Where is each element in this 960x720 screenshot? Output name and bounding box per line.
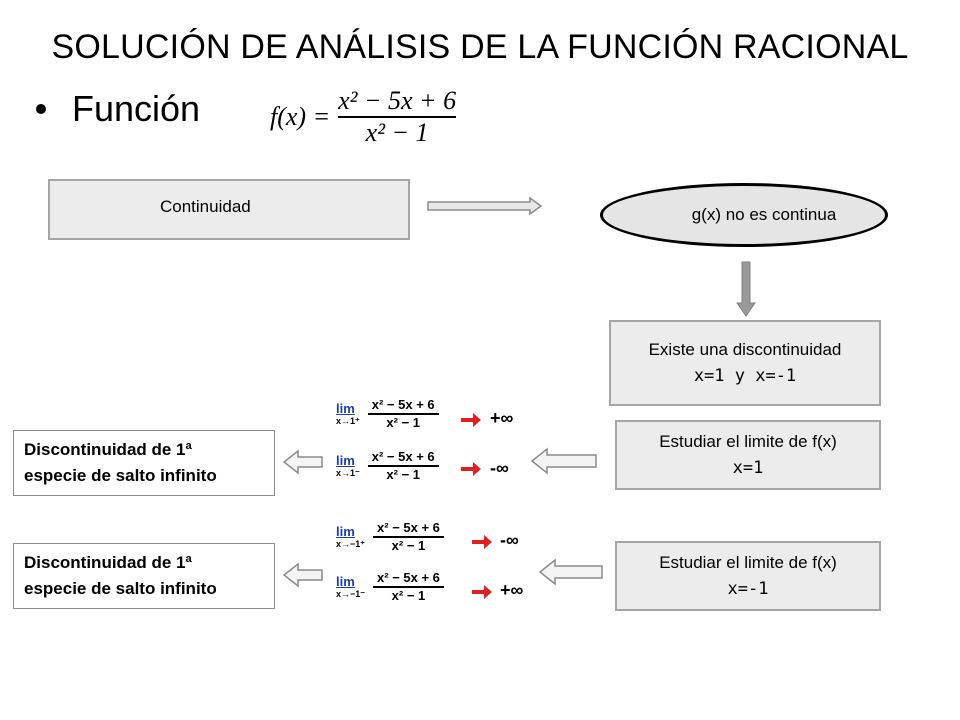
function-fraction: x² − 5x + 6 x² − 1 (338, 86, 457, 148)
result1-line1: Discontinuidad de 1ª (24, 440, 192, 459)
arrow-left-icon (282, 562, 323, 588)
study-box-xm1: Estudiar el limite de f(x) x=-1 (615, 541, 881, 611)
limit-result-2: -∞ (490, 458, 509, 478)
fraction-bar (367, 413, 439, 415)
function-lhs: f(x) = (270, 101, 331, 131)
lim-denominator: x² − 1 (386, 466, 421, 482)
lim-denominator: x² − 1 (391, 587, 426, 603)
ellipse-label: g(x) no es continua (691, 205, 837, 224)
arrow-left-icon (282, 449, 323, 475)
study1-line1: Estudiar el limite de f(x) (659, 432, 837, 451)
fraction-bar (373, 586, 444, 588)
lim-subscript: x→−1⁻ (336, 588, 366, 599)
discontinuity-line2: x=1 y x=-1 (693, 366, 797, 386)
red-arrow-icon (472, 585, 492, 599)
lim-fraction: x² − 5x + 6 x² − 1 (367, 449, 439, 483)
arrow-left-icon (538, 558, 603, 586)
fraction-bar (373, 536, 444, 538)
discontinuity-box: Existe una discontinuidad x=1 y x=-1 (609, 320, 881, 406)
lim-fraction: x² − 5x + 6 x² − 1 (373, 520, 444, 554)
lim-numerator: x² − 5x + 6 (377, 520, 440, 535)
result1-line2: especie de salto infinito (24, 466, 217, 485)
function-denominator: x² − 1 (365, 117, 429, 147)
lim-numerator: x² − 5x + 6 (371, 449, 435, 464)
study2-line2: x=-1 (727, 579, 769, 599)
red-arrow-icon (461, 462, 481, 476)
continuidad-box: Continuidad (48, 179, 410, 240)
lim-subscript: x→1⁺ (336, 415, 360, 426)
study2-line1: Estudiar el limite de f(x) (659, 553, 837, 572)
lim-denominator: x² − 1 (386, 414, 421, 430)
lim-subscript: x→1⁻ (336, 467, 360, 478)
result2-line1: Discontinuidad de 1ª (24, 553, 192, 572)
lim-word: lim (336, 452, 355, 468)
slide-title: SOLUCIÓN DE ANÁLISIS DE LA FUNCIÓN RACIO… (51, 28, 909, 66)
lim-word: lim (336, 573, 355, 589)
lim-fraction: x² − 5x + 6 x² − 1 (367, 397, 439, 431)
bullet-label: Función (72, 88, 201, 129)
bullet-dot (36, 104, 46, 114)
result-box-1: Discontinuidad de 1ª especie de salto in… (13, 430, 275, 496)
result-box-2: Discontinuidad de 1ª especie de salto in… (13, 543, 275, 609)
lim-numerator: x² − 5x + 6 (371, 397, 435, 412)
arrow-down-icon (736, 261, 756, 317)
lim-subscript: x→−1⁺ (336, 538, 366, 549)
limit-result-4: +∞ (500, 580, 524, 600)
function-numerator: x² − 5x + 6 (338, 86, 457, 115)
lim-numerator: x² − 5x + 6 (377, 570, 440, 585)
arrow-right-icon (427, 196, 543, 216)
result2-line2: especie de salto infinito (24, 579, 217, 598)
limit-result-3: -∞ (500, 530, 519, 550)
continuity-ellipse: g(x) no es continua (600, 183, 888, 247)
lim-fraction: x² − 5x + 6 x² − 1 (373, 570, 444, 604)
arrow-left-icon (530, 447, 597, 475)
red-arrow-icon (472, 535, 492, 549)
discontinuity-line1: Existe una discontinuidad (648, 340, 842, 359)
lim-word: lim (336, 400, 355, 416)
study-box-x1: Estudiar el limite de f(x) x=1 (615, 420, 881, 490)
limit-result-1: +∞ (490, 408, 514, 428)
function-formula: f(x) = x² − 5x + 6 x² − 1 (270, 86, 457, 148)
fraction-bar (338, 116, 457, 118)
fraction-bar (367, 465, 439, 467)
red-arrow-icon (461, 413, 481, 427)
study1-line2: x=1 (732, 458, 764, 478)
lim-denominator: x² − 1 (391, 537, 426, 553)
lim-word: lim (336, 523, 355, 539)
continuidad-label: Continuidad (160, 197, 251, 216)
